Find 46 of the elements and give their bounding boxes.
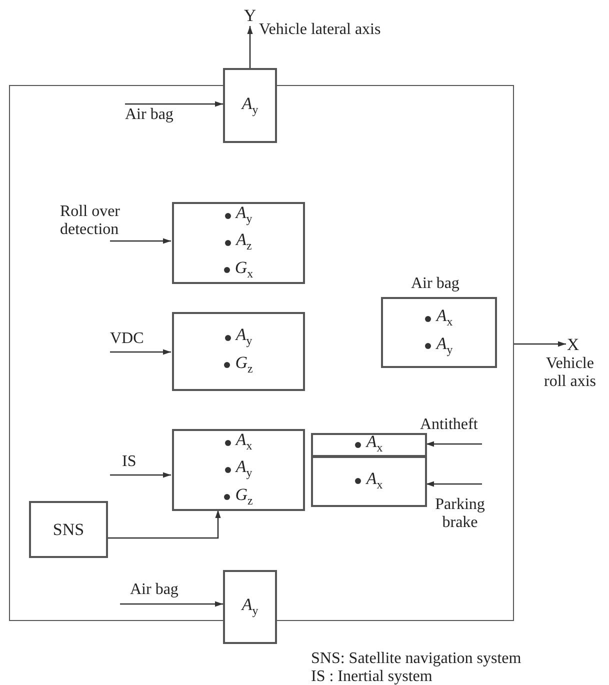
arrow — [110, 238, 171, 244]
arrow — [125, 101, 223, 107]
sensor-label: A$_{y}$ — [436, 332, 453, 358]
arrow — [120, 601, 223, 607]
arrow — [110, 349, 171, 355]
sensor-label: A$_{z}$ — [236, 229, 252, 255]
sensor-label: A$_{y}$ — [236, 456, 252, 482]
sensor-label: A$_{x}$ — [366, 468, 383, 494]
sensor-box — [172, 312, 305, 391]
sensor-label: G$_{x}$ — [234, 256, 254, 282]
arrow — [426, 441, 482, 447]
arrow — [110, 472, 171, 478]
note-text: SNS: Satellite navigation system — [311, 650, 522, 668]
sensor-label: A$_{x}$ — [436, 305, 453, 330]
arrow — [247, 26, 253, 68]
sensor-box — [172, 429, 305, 511]
edge-label: Air bag — [130, 581, 178, 599]
sensor-label: A$_{y}$ — [236, 324, 252, 350]
edge-label: Antitheft — [420, 416, 478, 434]
sensor-label: A$_{x}$ — [236, 428, 252, 454]
system-label: SNS — [52, 520, 84, 540]
vehicle-outline-box — [9, 85, 514, 621]
arrow — [107, 510, 221, 539]
sensor-box — [311, 456, 427, 507]
note-text: IS : Inertial system — [311, 668, 432, 685]
sensor-box — [311, 433, 427, 457]
sensor-label: A$_{y}$ — [242, 595, 258, 619]
edge-label: Air bag — [125, 106, 174, 124]
arrow — [426, 481, 482, 487]
sensor-label: A$_{y}$ — [236, 202, 252, 228]
axis-label: Vehicle lateral axis — [259, 21, 381, 39]
edge-label: IS — [122, 453, 136, 471]
sensor-label: A$_{x}$ — [366, 431, 383, 457]
sensor-box — [223, 68, 277, 143]
sensor-label: G$_{z}$ — [235, 484, 253, 510]
system-box — [29, 501, 108, 558]
edge-label: Parking brake — [434, 496, 486, 532]
edge-label: VDC — [110, 330, 144, 348]
sensor-label: A$_{y}$ — [242, 94, 258, 118]
sensor-heading: Air bag — [411, 275, 460, 293]
arrow — [514, 341, 566, 347]
sensor-box — [172, 202, 305, 284]
axis-label: Vehicle roll axis — [543, 355, 597, 391]
edge-label: Roll over detection — [60, 203, 121, 239]
sensor-label: G$_{z}$ — [235, 352, 253, 377]
sensor-box — [223, 570, 277, 644]
